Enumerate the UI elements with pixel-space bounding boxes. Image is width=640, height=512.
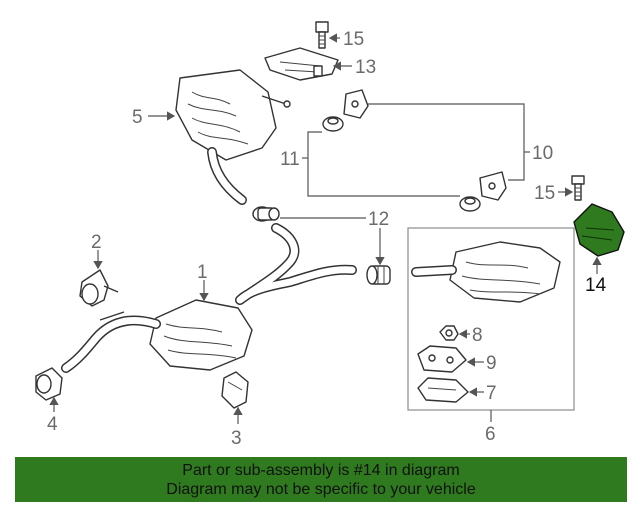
callout-12[interactable]: 12 xyxy=(368,209,389,230)
callout-11[interactable]: 11 xyxy=(280,149,300,170)
front-pipe-clamp[interactable] xyxy=(35,367,63,401)
mounting-bracket-upper[interactable] xyxy=(343,89,369,119)
callout-8[interactable]: 8 xyxy=(472,325,483,346)
front-muffler[interactable] xyxy=(175,69,291,205)
rubber-mount-lower[interactable] xyxy=(459,196,481,212)
callout-4[interactable]: 4 xyxy=(47,414,58,435)
callout-6[interactable]: 6 xyxy=(485,424,496,445)
pipe-clamp-upper[interactable] xyxy=(252,206,280,222)
lower-bracket[interactable] xyxy=(417,377,469,403)
callout-15-right[interactable]: 15 xyxy=(534,183,555,204)
banner-line-1: Part or sub-assembly is #14 in diagram xyxy=(182,462,460,479)
highlighted-heat-shield[interactable] xyxy=(573,203,625,257)
nut[interactable] xyxy=(439,325,459,341)
callout-5[interactable]: 5 xyxy=(132,107,143,128)
callout-15-top[interactable]: 15 xyxy=(343,29,364,50)
hanger-bracket[interactable] xyxy=(79,269,119,307)
callout-3[interactable]: 3 xyxy=(231,428,242,449)
info-banner: Part or sub-assembly is #14 in diagram D… xyxy=(15,457,627,502)
rubber-mount-upper[interactable] xyxy=(322,116,344,132)
mounting-plate[interactable] xyxy=(417,345,467,373)
exhaust-system-diagram: 15 13 5 10 11 xyxy=(35,21,625,449)
callout-7[interactable]: 7 xyxy=(486,383,497,404)
callout-14[interactable]: 14 xyxy=(585,275,607,296)
mounting-bracket-lower[interactable] xyxy=(479,171,507,201)
bolt-right[interactable] xyxy=(571,175,585,201)
center-muffler-pipe[interactable] xyxy=(61,223,357,373)
callout-2[interactable]: 2 xyxy=(91,232,102,253)
rear-hanger[interactable] xyxy=(221,371,249,409)
banner-line-2: Diagram may not be specific to your vehi… xyxy=(166,481,476,498)
callout-10[interactable]: 10 xyxy=(532,143,553,164)
heat-shield[interactable] xyxy=(264,47,339,81)
pipe-clamp-lower[interactable] xyxy=(366,265,391,285)
callout-13[interactable]: 13 xyxy=(355,57,376,78)
bolt-top[interactable] xyxy=(315,21,329,49)
callout-1[interactable]: 1 xyxy=(197,262,208,283)
callout-9[interactable]: 9 xyxy=(486,353,497,374)
rear-muffler[interactable] xyxy=(411,241,561,303)
